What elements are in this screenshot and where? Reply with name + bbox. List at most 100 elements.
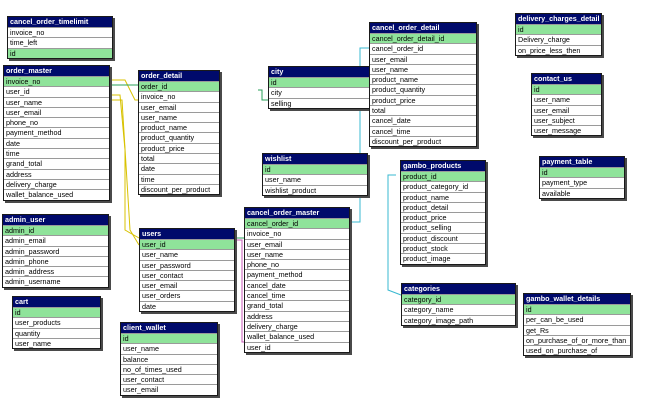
primary-key-field: cancel_order_detail_id bbox=[370, 33, 476, 44]
table-field: delivery_charge bbox=[4, 178, 109, 189]
table-field: wallet_balance_used bbox=[245, 331, 349, 341]
table-field: payment_method bbox=[245, 269, 349, 279]
table-field: time_left bbox=[8, 37, 112, 47]
table-field: date bbox=[139, 163, 219, 173]
table-field: wallet_balance_used bbox=[4, 189, 109, 199]
table-field: user_name bbox=[4, 96, 109, 107]
table-title[interactable]: wishlist bbox=[263, 154, 367, 164]
table-field: selling bbox=[269, 97, 373, 108]
table-field: user_subject bbox=[532, 114, 601, 125]
table-title[interactable]: gambo_products bbox=[401, 161, 485, 171]
table-field: user_id bbox=[4, 86, 109, 96]
table-field: user_contact bbox=[121, 374, 217, 384]
table-field: category_name bbox=[402, 304, 515, 314]
table-field: grand_total bbox=[245, 300, 349, 310]
table-field: product_price bbox=[370, 94, 476, 105]
table-field: invoice_no bbox=[245, 228, 349, 238]
table-field: user_email bbox=[370, 53, 476, 64]
table-title[interactable]: city bbox=[269, 67, 373, 77]
table-field: invoice_no bbox=[8, 27, 112, 37]
primary-key-field: id bbox=[263, 164, 367, 175]
table-title[interactable]: order_master bbox=[4, 66, 109, 76]
table-field: user_name bbox=[139, 111, 219, 122]
table-title[interactable]: cancel_order_timelimit bbox=[8, 17, 112, 27]
primary-key-field: admin_id bbox=[3, 225, 108, 236]
table-title[interactable]: order_detail bbox=[139, 71, 219, 81]
primary-key-field: id bbox=[269, 77, 373, 88]
table-field: product_category_id bbox=[401, 181, 485, 191]
table-field: user_name bbox=[140, 249, 234, 259]
table-field: discount_per_product bbox=[370, 135, 476, 146]
relationship-line-order-master-users bbox=[110, 94, 140, 239]
table-field: user_email bbox=[245, 238, 349, 249]
table-title[interactable]: gambo_wallet_details bbox=[524, 294, 630, 304]
table-field: user_orders bbox=[140, 290, 234, 300]
table-field: user_email bbox=[532, 104, 601, 115]
table-field: user_name bbox=[370, 63, 476, 74]
table-field: product_price bbox=[139, 142, 219, 153]
table-field: delivery_charge bbox=[245, 320, 349, 331]
table-field: user_name bbox=[245, 248, 349, 259]
table-field: product_discount bbox=[401, 232, 485, 243]
table-field: total bbox=[139, 153, 219, 163]
table-field: discount_per_product bbox=[139, 183, 219, 194]
table-field: product_image bbox=[401, 253, 485, 263]
table-field: user_name bbox=[532, 94, 601, 104]
table-title[interactable]: users bbox=[140, 229, 234, 239]
table-field: city bbox=[269, 87, 373, 97]
table-field: invoice_no bbox=[139, 91, 219, 101]
table-field: user_name bbox=[121, 343, 217, 353]
table-field: user_email bbox=[4, 106, 109, 117]
table-field: user_message bbox=[532, 125, 601, 135]
primary-key-field: id bbox=[121, 333, 217, 344]
table-title[interactable]: delivery_charges_detail bbox=[516, 14, 601, 24]
table-field: address bbox=[245, 310, 349, 321]
primary-key-field: id bbox=[516, 24, 601, 35]
table-title[interactable]: client_wallet bbox=[121, 323, 217, 333]
table-title[interactable]: cancel_order_master bbox=[245, 208, 349, 218]
table-field: on_price_less_then bbox=[516, 44, 601, 55]
table-title[interactable]: admin_user bbox=[3, 215, 108, 225]
relationship-line-users-cancel-order-master-2 bbox=[236, 239, 244, 343]
table-title[interactable]: categories bbox=[402, 284, 515, 294]
table-title[interactable]: cancel_order_detail bbox=[370, 23, 476, 33]
primary-key-field: id bbox=[524, 304, 630, 315]
table-field: admin_username bbox=[3, 276, 108, 286]
table-field: payment_method bbox=[4, 127, 109, 137]
table-title[interactable]: payment_table bbox=[540, 157, 624, 167]
table-field: user_products bbox=[13, 317, 100, 327]
table-field: available bbox=[540, 187, 624, 198]
primary-key-field: order_id bbox=[139, 81, 219, 92]
table-field: on_purchase_of_or_more_than bbox=[524, 334, 630, 345]
table-field: user_email bbox=[121, 384, 217, 394]
table-title[interactable]: contact_us bbox=[532, 74, 601, 84]
table-field: date bbox=[4, 137, 109, 148]
table-field: user_name bbox=[13, 337, 100, 348]
table-field: product_quantity bbox=[139, 132, 219, 142]
table-title[interactable]: cart bbox=[13, 297, 100, 307]
table-field: cancel_time bbox=[370, 125, 476, 136]
table-field: cancel_date bbox=[370, 115, 476, 125]
table-field: product_selling bbox=[401, 222, 485, 232]
table-field: user_email bbox=[139, 101, 219, 112]
table-field: product_name bbox=[370, 74, 476, 84]
table-field: no_of_times_used bbox=[121, 363, 217, 374]
